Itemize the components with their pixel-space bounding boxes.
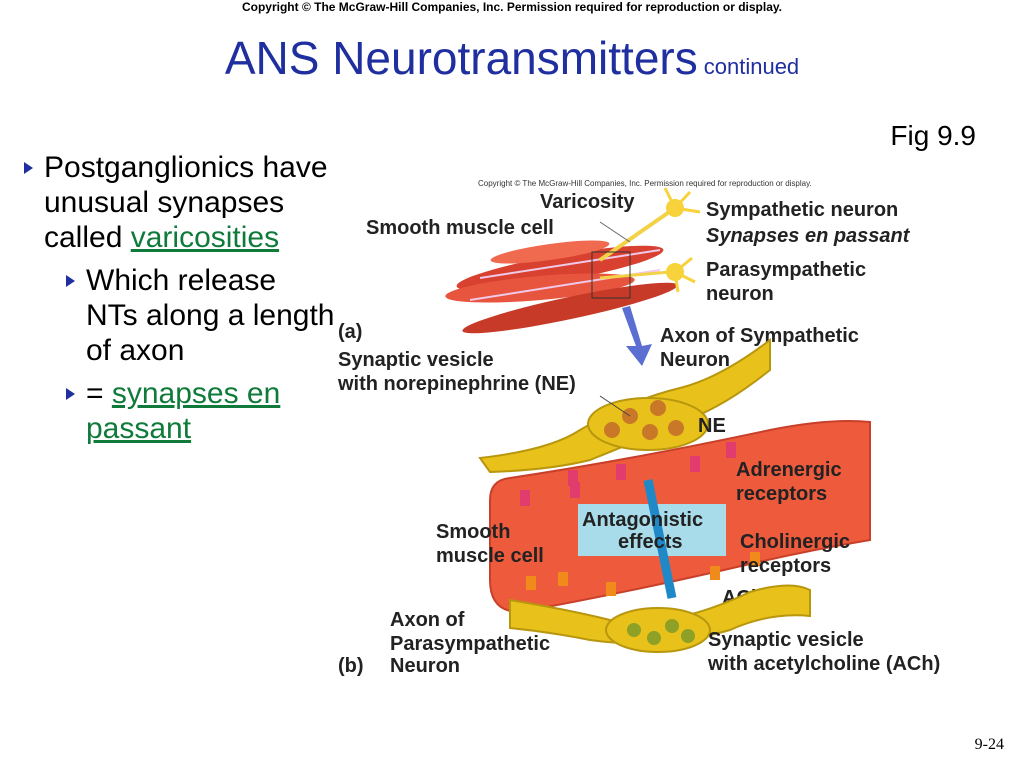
- label-vesicle-ach-2: with acetylcholine (ACh): [707, 653, 940, 675]
- ach-vesicles: [627, 619, 695, 645]
- bullet-sub-1: Which release NTs along a length of axon: [64, 263, 336, 368]
- label-smooth-muscle-top: Smooth muscle cell: [366, 217, 554, 239]
- bullet-arrow-icon: [66, 388, 75, 400]
- figure-reference: Fig 9.9: [890, 120, 976, 151]
- synapse-figure: Copyright © The McGraw-Hill Companies, I…: [330, 160, 1000, 690]
- label-axon-para-2: Parasympathetic: [390, 633, 550, 655]
- bullet-sub-2-prefix: =: [86, 377, 112, 410]
- title-main: ANS Neurotransmitters: [224, 32, 698, 84]
- label-cholinergic-2: receptors: [740, 555, 831, 577]
- link-synapses-en-passant[interactable]: synapses en passant: [86, 377, 281, 445]
- bullet-sub-2: = synapses en passant: [64, 376, 336, 446]
- label-smooth-1: Smooth: [436, 521, 510, 543]
- title-suffix: continued: [703, 54, 800, 79]
- sympathetic-varicosity: [587, 397, 709, 451]
- antagonistic-bar: [643, 479, 677, 599]
- page-number: 9-24: [974, 736, 1004, 753]
- label-antagonistic-1: Antagonistic: [582, 509, 703, 531]
- label-smooth-2: muscle cell: [436, 545, 544, 567]
- ne-vesicles: [604, 400, 684, 440]
- adrenergic-receptors: [520, 442, 736, 506]
- bullet-arrow-icon: [24, 162, 33, 174]
- label-vesicle-ne-1: Synaptic vesicle: [338, 349, 494, 371]
- label-synapses-en-passant: Synapses en passant: [706, 225, 911, 247]
- label-parasympathetic-2: neuron: [706, 283, 774, 305]
- label-vesicle-ach-1: Synaptic vesicle: [708, 629, 864, 651]
- label-axon-sympathetic-2: Neuron: [660, 349, 730, 371]
- label-axon-sympathetic-1: Axon of Sympathetic: [660, 325, 859, 347]
- label-adrenergic-1: Adrenergic: [736, 459, 842, 481]
- label-sympathetic-neuron: Sympathetic neuron: [706, 199, 898, 221]
- label-axon-para-3: Neuron: [390, 655, 460, 677]
- bullet-list: Postganglionics have unusual synapses ca…: [20, 150, 340, 446]
- bullet-arrow-icon: [66, 275, 75, 287]
- muscle-fibers-illustration: [445, 240, 678, 334]
- label-parasympathetic-1: Parasympathetic: [706, 259, 866, 281]
- leader-line: [599, 221, 631, 243]
- label-panel-b: (b): [338, 655, 364, 677]
- figure-copyright: Copyright © The McGraw-Hill Companies, I…: [478, 179, 812, 188]
- label-vesicle-ne-2: with norepinephrine (NE): [337, 373, 576, 395]
- neuron-illustration: [598, 187, 701, 293]
- parasympathetic-axon: [509, 584, 811, 645]
- bullet-main-text: Postganglionics have unusual synapses ca…: [44, 151, 328, 254]
- copyright-notice: Copyright © The McGraw-Hill Companies, I…: [241, 0, 783, 14]
- label-antagonistic-2: effects: [618, 531, 682, 553]
- link-varicosities[interactable]: varicosities: [130, 221, 280, 254]
- label-cholinergic-1: Cholinergic: [740, 531, 850, 553]
- parasympathetic-varicosity: [605, 607, 711, 653]
- magnify-arrow-icon: [622, 306, 652, 366]
- cholinergic-receptors: [526, 552, 760, 596]
- bullet-main: Postganglionics have unusual synapses ca…: [20, 150, 340, 255]
- label-panel-a: (a): [338, 321, 362, 343]
- synapse-diagram: Copyright © The McGraw-Hill Companies, I…: [337, 179, 940, 677]
- label-axon-para-1: Axon of: [390, 609, 465, 631]
- label-ne: NE: [698, 415, 726, 437]
- label-varicosity: Varicosity: [540, 191, 635, 213]
- zoom-box: [591, 251, 631, 299]
- label-adrenergic-2: receptors: [736, 483, 827, 505]
- bullet-sub-1-text: Which release NTs along a length of axon: [86, 264, 335, 367]
